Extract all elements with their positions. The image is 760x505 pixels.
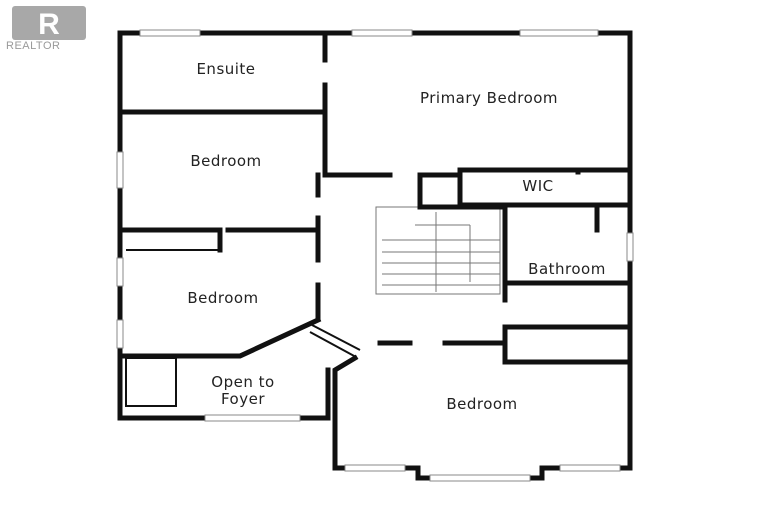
room-label-wic: WIC [522, 177, 553, 195]
room-label-ensuite: Ensuite [196, 60, 255, 78]
window [519, 29, 599, 37]
window [559, 464, 621, 472]
closet-wall [502, 324, 631, 365]
stair-wall [417, 177, 503, 210]
stair-treads [382, 212, 500, 292]
foyer-void [125, 357, 177, 407]
logo-text: REALTOR [6, 40, 61, 52]
window [116, 257, 124, 287]
window [429, 474, 531, 482]
foyer-rail [309, 324, 361, 358]
room-label-open-to-foyer: Open to [211, 373, 274, 391]
window [116, 319, 124, 349]
logo-mark: R [38, 8, 60, 41]
window [139, 29, 201, 37]
stair-frame [375, 206, 501, 295]
primary-wall [322, 109, 463, 208]
room-label-primary-bedroom: Primary Bedroom [420, 89, 558, 107]
window [344, 464, 406, 472]
realtor-logo-icon: R [12, 6, 86, 41]
bedroom-lower-wall [119, 316, 322, 359]
room-label-bedroom: Bedroom [190, 152, 261, 170]
room-label-bathroom: Bathroom [528, 260, 606, 278]
window [116, 151, 124, 189]
window [351, 29, 413, 37]
room-label-open-to-foyer: Foyer [221, 390, 265, 408]
bedroom-wall [119, 227, 321, 253]
bathroom-wall [502, 204, 631, 303]
room-label-bedroom: Bedroom [446, 395, 517, 413]
room-label-bedroom: Bedroom [187, 289, 258, 307]
outer-wall-left [117, 30, 331, 421]
window [626, 232, 634, 262]
window [204, 414, 301, 422]
